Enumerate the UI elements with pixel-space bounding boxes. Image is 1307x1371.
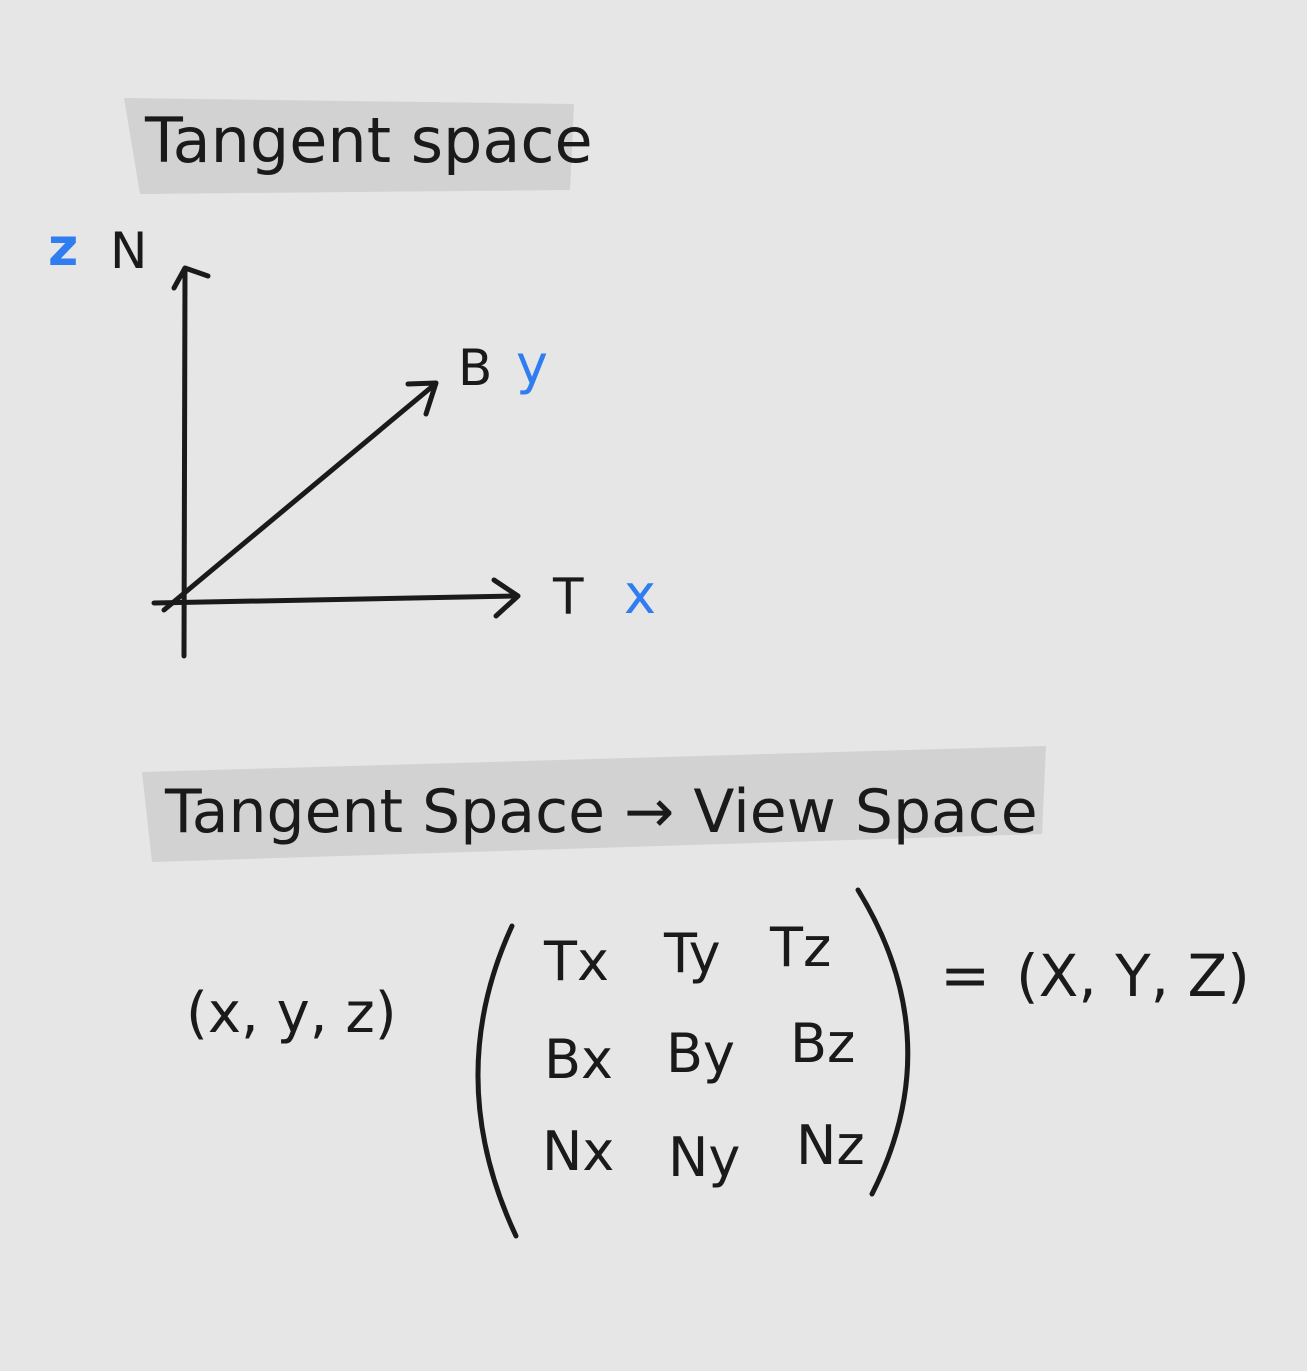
t-axis-arrowhead bbox=[491, 577, 521, 619]
matrix-cell: Ty bbox=[663, 922, 721, 985]
matrix-left-bracket bbox=[475, 923, 519, 1239]
n-axis-label: N bbox=[110, 222, 147, 280]
axes-group bbox=[151, 265, 521, 659]
output-vector: (X, Y, Z) bbox=[1016, 942, 1250, 1010]
heading-1: Tangent space bbox=[144, 104, 593, 177]
heading-1-highlight bbox=[124, 98, 574, 194]
t-axis-line bbox=[151, 593, 519, 606]
matrix-cell: Bz bbox=[790, 1012, 855, 1075]
matrix-right-bracket bbox=[855, 887, 911, 1197]
matrix-cell: Bx bbox=[544, 1028, 613, 1091]
n-axis-line bbox=[181, 267, 188, 659]
heading-2-highlight bbox=[142, 746, 1046, 862]
matrix-cell: Tx bbox=[543, 930, 609, 993]
matrix-cell: Nz bbox=[796, 1114, 865, 1177]
b-axis-arrowhead bbox=[405, 380, 439, 417]
z-axis-coord-label: z bbox=[48, 218, 78, 278]
n-axis-arrowhead bbox=[171, 265, 211, 291]
b-axis-label: B bbox=[458, 339, 492, 397]
y-axis-coord-label: y bbox=[516, 333, 548, 396]
equals-sign: = bbox=[940, 941, 990, 1011]
matrix-cell: Tz bbox=[769, 916, 831, 979]
matrix-cell: Ny bbox=[668, 1126, 740, 1189]
matrix-cell: Nx bbox=[542, 1120, 614, 1183]
heading-2: Tangent Space → View Space bbox=[164, 777, 1038, 847]
b-axis-line bbox=[161, 382, 437, 613]
t-axis-label: T bbox=[552, 568, 584, 626]
matrix-cell: By bbox=[666, 1022, 735, 1085]
x-axis-coord-label: x bbox=[624, 563, 656, 626]
input-vector: (x, y, z) bbox=[186, 981, 397, 1046]
